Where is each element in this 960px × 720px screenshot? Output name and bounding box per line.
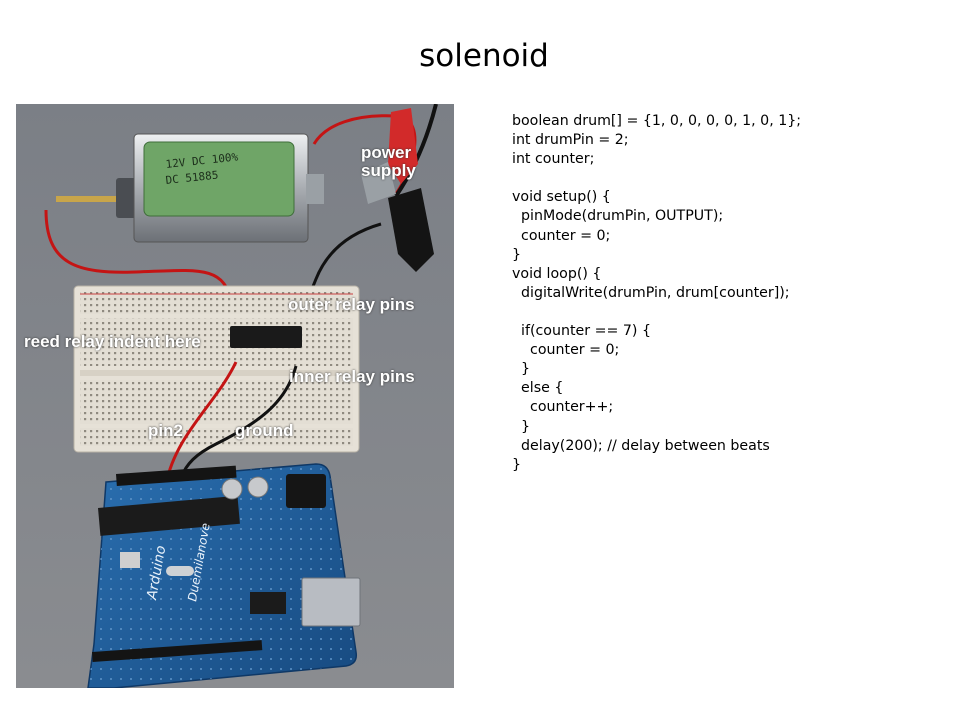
dc-jack	[286, 474, 326, 508]
arduino-code-listing: boolean drum[] = {1, 0, 0, 0, 0, 1, 0, 1…	[512, 113, 802, 473]
wire-ground	[179, 365, 298, 479]
label-power-supply-text: power supply	[361, 143, 416, 180]
label-reed-relay-indent: reed relay indent here	[24, 332, 201, 351]
solenoid-print-line2: DC 51885	[165, 169, 219, 187]
wire-red-solenoid	[44, 209, 233, 305]
label-pin2: pin2	[148, 421, 183, 440]
atmega-chip	[97, 495, 240, 536]
circuit-photo-drawing: 12V DC 100% DC 51885	[16, 104, 454, 688]
wire-black-power	[394, 104, 438, 198]
usb-port	[301, 577, 361, 627]
label-inner-relay-pins: inner relay pins	[289, 367, 415, 386]
label-outer-relay-pins: outer relay pins	[288, 295, 415, 314]
label-ground: ground	[235, 421, 294, 440]
arduino-board: Arduino Duemilanove	[87, 463, 361, 688]
black-alligator-clip	[388, 188, 434, 272]
solenoid: 12V DC 100% DC 51885	[56, 133, 324, 243]
red-alligator-clip	[388, 108, 418, 184]
circuit-photo: 12V DC 100% DC 51885	[16, 104, 454, 688]
label-power-supply: power supply	[361, 144, 416, 180]
slide-title: solenoid	[419, 38, 549, 74]
reed-relay	[230, 326, 302, 348]
